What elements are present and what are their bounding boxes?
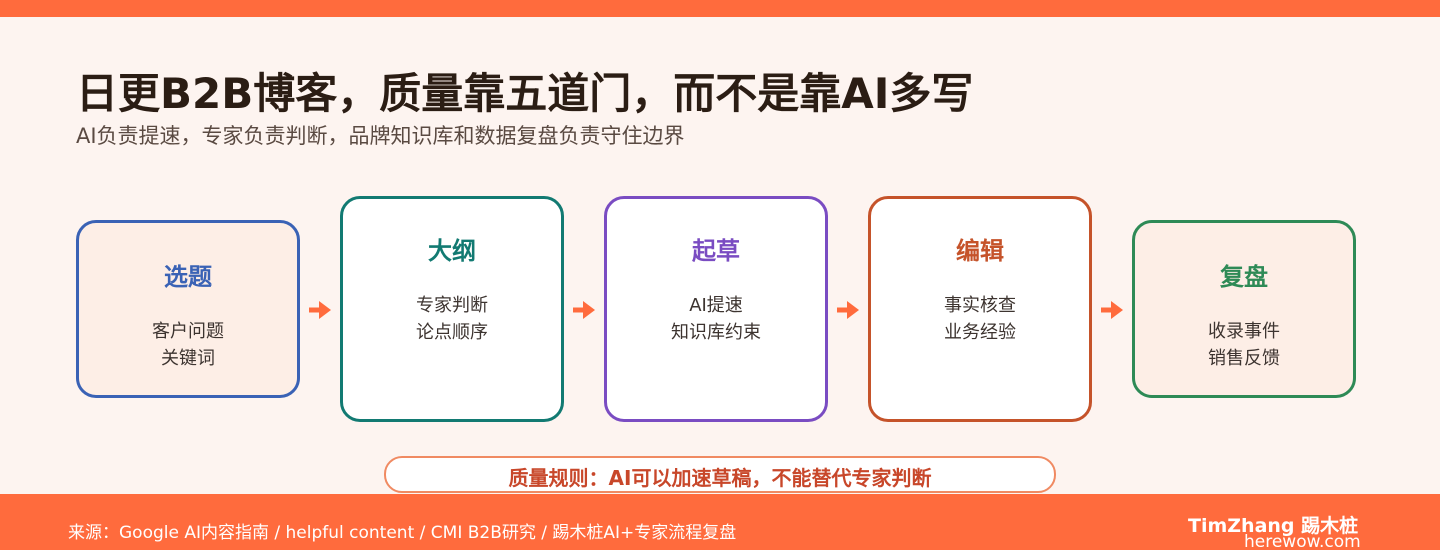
quality-rule-banner: 质量规则：AI可以加速草稿，不能替代专家判断 (384, 456, 1056, 493)
step-card-draft: 起草 AI提速 知识库约束 (604, 196, 828, 422)
footer-bar: 来源：Google AI内容指南 / helpful content / CMI… (0, 494, 1440, 550)
arrow-right-icon (573, 301, 595, 319)
step-line: 客户问题 (152, 321, 224, 342)
site-url: herewow.com (1244, 532, 1361, 550)
step-card-topic: 选题 客户问题 关键词 (76, 220, 300, 398)
brand-name: TimZhang 踢木桩 (1188, 515, 1359, 537)
step-title: 编辑 (956, 237, 1004, 265)
step-title: 起草 (692, 237, 740, 265)
step-title: 大纲 (428, 237, 476, 265)
step-line: 业务经验 (944, 322, 1016, 343)
step-title: 选题 (164, 263, 212, 291)
arrow-right-icon (837, 301, 859, 319)
step-title: 复盘 (1220, 263, 1268, 291)
step-line: 论点顺序 (416, 322, 488, 343)
page-subtitle: AI负责提速，专家负责判断，品牌知识库和数据复盘负责守住边界 (76, 124, 685, 148)
source-citation: 来源：Google AI内容指南 / helpful content / CMI… (68, 523, 737, 543)
step-card-outline: 大纲 专家判断 论点顺序 (340, 196, 564, 422)
step-line: 知识库约束 (671, 322, 761, 343)
arrow-right-icon (309, 301, 331, 319)
top-accent-bar (0, 0, 1440, 17)
arrow-right-icon (1101, 301, 1123, 319)
step-line: 专家判断 (416, 295, 488, 316)
step-card-review: 复盘 收录事件 销售反馈 (1132, 220, 1356, 398)
step-line: 收录事件 (1208, 321, 1280, 342)
step-line: 事实核查 (944, 295, 1016, 316)
step-line: 关键词 (161, 348, 215, 369)
step-card-edit: 编辑 事实核查 业务经验 (868, 196, 1092, 422)
page-title: 日更B2B博客，质量靠五道门，而不是靠AI多写 (76, 69, 974, 118)
step-line: 销售反馈 (1208, 348, 1280, 369)
step-line: AI提速 (689, 295, 743, 316)
